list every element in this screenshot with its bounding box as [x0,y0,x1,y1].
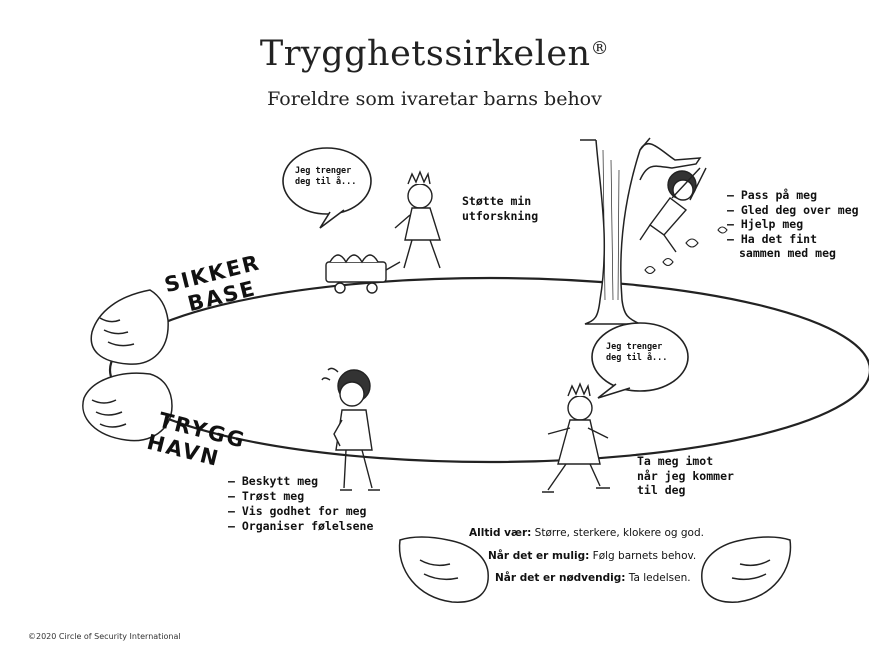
bubble-bottom-line: Jeg trenger [606,342,667,353]
copyright-footer: ©2020 Circle of Security International [28,632,181,641]
when-possible-line: Når det er mulig: Følg barnets behov. [488,550,696,562]
bubble-bottom-text: Jeg trenger deg til å... [606,342,667,364]
bottom-hands [400,537,791,602]
haven-need-item: – Beskytt meg [228,474,373,489]
haven-need-item: – Organiser følelsene [228,519,373,534]
haven-needs-list: – Beskytt meg – Trøst meg – Vis godhet f… [228,474,373,534]
tree-illustration [580,138,700,324]
bubble-top-text: Jeg trenger deg til å... [295,166,356,188]
when-necessary-label: Når det er nødvendig: [495,572,625,584]
explore-label-line: utforskning [462,209,538,224]
welcome-label-line: til deg [637,483,734,498]
bubble-top-line: Jeg trenger [295,166,356,177]
bubble-bottom-line: deg til å... [606,353,667,364]
top-need-item: – Gled deg over meg [727,203,859,218]
running-girl [542,384,610,492]
haven-need-item: – Trøst meg [228,489,373,504]
explore-label-line: Støtte min [462,194,538,209]
boy-in-tree [640,168,706,252]
top-need-item: – Ha det fint [727,232,859,247]
welcome-label-line: når jeg kommer [637,469,734,484]
when-necessary-text: Ta ledelsen. [625,572,690,584]
top-needs-list: – Pass på meg – Gled deg over meg – Hjel… [727,188,859,261]
top-need-item: – Pass på meg [727,188,859,203]
when-possible-label: Når det er mulig: [488,550,589,562]
welcome-label: Ta meg imot når jeg kommer til deg [637,454,734,498]
when-possible-text: Følg barnets behov. [589,550,696,562]
always-be-line: Alltid vær: Større, sterkere, klokere og… [469,527,704,539]
bubble-top-line: deg til å... [295,177,356,188]
speech-bubble-top [283,148,371,228]
welcome-label-line: Ta meg imot [637,454,734,469]
top-need-item: – Hjelp meg [727,217,859,232]
top-need-item: sammen med meg [727,246,859,261]
explore-label: Støtte min utforskning [462,194,538,224]
falling-leaves [645,227,727,274]
always-be-text: Større, sterkere, klokere og god. [531,527,704,539]
always-be-label: Alltid vær: [469,527,531,539]
when-necessary-line: Når det er nødvendig: Ta ledelsen. [495,572,691,584]
haven-need-item: – Vis godhet for meg [228,504,373,519]
crying-boy [322,368,380,490]
